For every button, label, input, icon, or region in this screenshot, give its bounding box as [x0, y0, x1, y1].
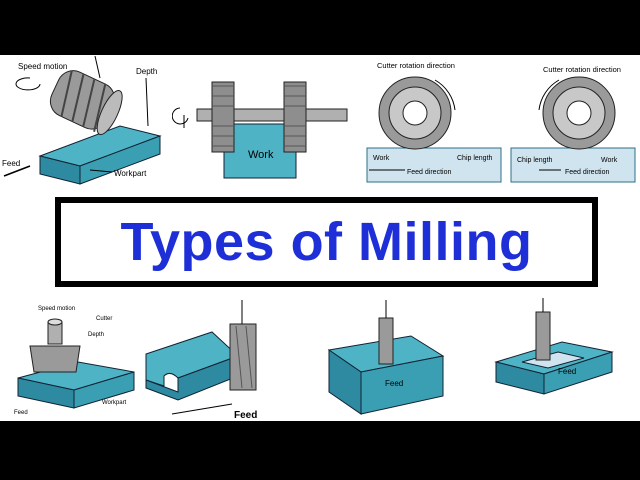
- feed-label: Feed: [385, 379, 403, 388]
- face-milling-illustration: Speed motion Cutter Depth Feed Workpart: [8, 300, 138, 420]
- down-milling-illustration: Cutter rotation direction Chip length Wo…: [509, 58, 639, 186]
- depth-label: Depth: [88, 332, 104, 338]
- chip-length-label: Chip length: [517, 157, 553, 164]
- slab-milling-illustration: Speed motion Depth Feed Workpart: [0, 56, 170, 188]
- work-label: Work: [248, 149, 274, 161]
- bottom-black-bar: [0, 421, 640, 480]
- workpart-label: Workpart: [102, 400, 127, 406]
- speed-motion-label: Speed motion: [38, 306, 75, 312]
- speed-motion-label: Speed motion: [18, 62, 67, 71]
- page-title: Types of Milling: [120, 212, 533, 272]
- feed-direction-label: Feed direction: [565, 169, 609, 176]
- chip-length-label: Chip length: [457, 155, 493, 162]
- profile-milling-illustration: Feed: [142, 296, 272, 420]
- work-label: Work: [601, 157, 618, 164]
- feed-label: Feed: [234, 410, 257, 420]
- depth-label: Depth: [136, 67, 157, 76]
- top-black-bar: [0, 0, 640, 55]
- feed-direction-label: Feed direction: [407, 169, 451, 176]
- cutter-rotation-label: Cutter rotation direction: [543, 65, 621, 74]
- cutter-rotation-label: Cutter rotation direction: [377, 61, 455, 70]
- straddle-milling-illustration: Work: [172, 72, 352, 184]
- feed-label: Feed: [2, 159, 20, 168]
- up-milling-illustration: Cutter rotation direction Work Chip leng…: [365, 58, 505, 186]
- title-box: Types of Milling: [55, 197, 598, 287]
- feed-label: Feed: [14, 410, 28, 416]
- cutter-label: Cutter: [96, 316, 112, 322]
- surface-contouring-illustration: Feed: [325, 296, 447, 420]
- work-label: Work: [373, 155, 390, 162]
- feed-label: Feed: [558, 367, 576, 376]
- workpart-label: Workpart: [114, 169, 147, 178]
- pocket-milling-illustration: Feed: [492, 296, 616, 406]
